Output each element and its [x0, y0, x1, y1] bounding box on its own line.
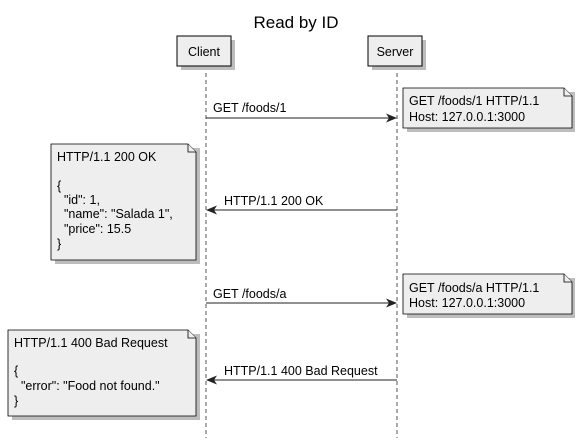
note-1: GET /foods/1 HTTP/1.1 Host: 127.0.0.1:30… [402, 87, 575, 132]
note-4-line-5: } [14, 394, 18, 408]
note-1-line-1: GET /foods/1 HTTP/1.1 [409, 94, 539, 108]
message-4-arrowhead [206, 375, 217, 385]
participant-client-label: Client [188, 45, 220, 59]
note-4-line-1: HTTP/1.1 400 Bad Request [14, 336, 168, 350]
diagram-title: Read by ID [253, 13, 338, 32]
note-3: GET /foods/a HTTP/1.1 Host: 127.0.0.1:30… [402, 273, 575, 318]
message-2-label: HTTP/1.1 200 OK [224, 194, 324, 208]
message-3-arrowhead [386, 298, 397, 308]
message-4-label: HTTP/1.1 400 Bad Request [224, 364, 378, 378]
note-2-line-6: "price": 15.5 [57, 222, 131, 236]
note-2-line-7: } [57, 237, 61, 251]
note-2-line-3: { [57, 179, 61, 193]
note-2-line-4: "id": 1, [57, 193, 100, 207]
participant-client: Client [176, 35, 235, 70]
message-3-label: GET /foods/a [213, 287, 286, 301]
message-2-arrowhead [206, 205, 217, 215]
note-3-line-2: Host: 127.0.0.1:3000 [409, 296, 525, 310]
note-3-line-1: GET /foods/a HTTP/1.1 [409, 281, 539, 295]
message-1: GET /foods/1 [206, 101, 397, 123]
message-4: HTTP/1.1 400 Bad Request [206, 364, 397, 385]
message-3: GET /foods/a [206, 287, 397, 308]
participant-server-label: Server [377, 45, 414, 59]
note-4-line-3: { [14, 364, 18, 378]
note-1-line-2: Host: 127.0.0.1:3000 [409, 110, 525, 124]
note-4-line-4: "error": "Food not found." [14, 379, 160, 393]
message-1-arrowhead [386, 113, 397, 123]
note-2-line-1: HTTP/1.1 200 OK [57, 150, 157, 164]
message-1-label: GET /foods/1 [213, 101, 286, 115]
note-2: HTTP/1.1 200 OK { "id": 1, "name": "Sala… [50, 143, 200, 264]
note-4: HTTP/1.1 400 Bad Request { "error": "Foo… [7, 329, 200, 420]
participant-server: Server [367, 35, 426, 70]
message-2: HTTP/1.1 200 OK [206, 194, 397, 215]
note-2-line-5: "name": "Salada 1", [57, 207, 173, 221]
